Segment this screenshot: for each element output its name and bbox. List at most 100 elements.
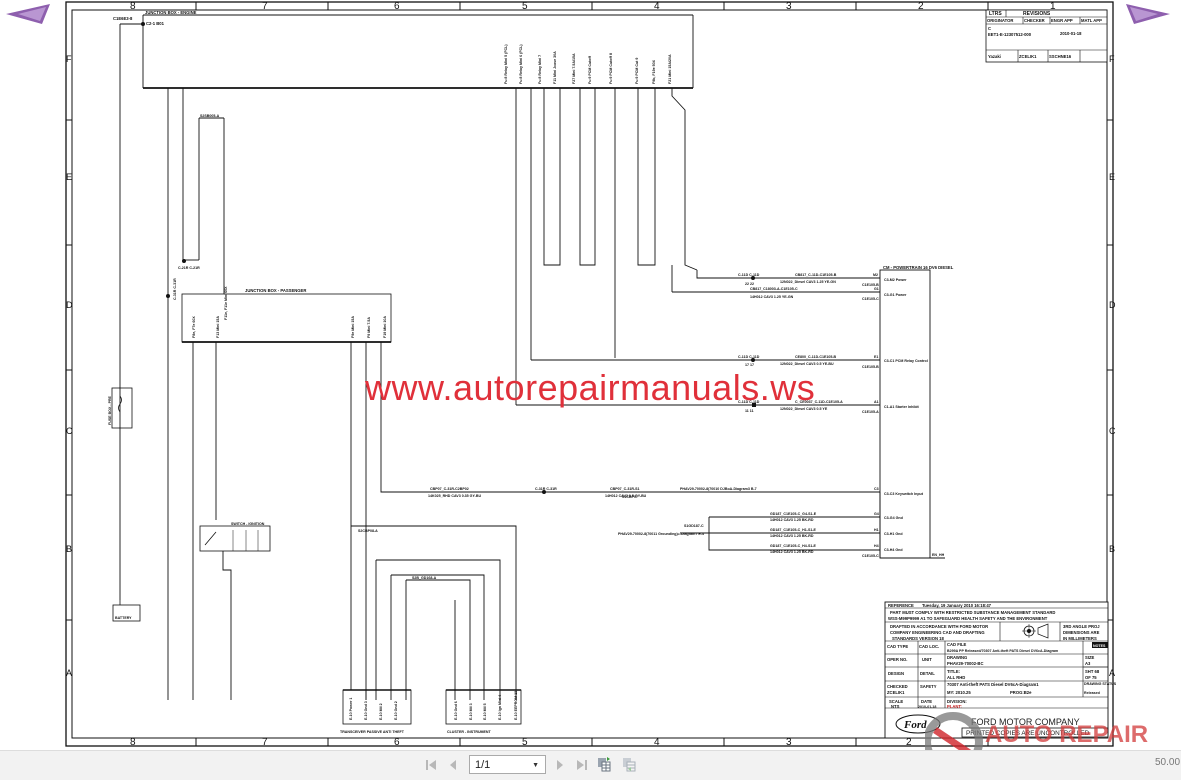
svg-text:Fu 8 Relay Mini 5 (FCL): Fu 8 Relay Mini 5 (FCL): [504, 44, 508, 84]
next-page-arrow-icon[interactable]: [1122, 2, 1172, 26]
svg-text:D: D: [66, 300, 73, 310]
svg-text:ALL RHD: ALL RHD: [947, 675, 965, 680]
svg-text:E-10 Ign Mini 4: E-10 Ign Mini 4: [498, 695, 502, 720]
svg-text:CM - POWERTRAIN 16 DV6 DIESEL: CM - POWERTRAIN 16 DV6 DIESEL: [883, 265, 954, 270]
svg-text:DESIGN: DESIGN: [888, 671, 904, 676]
svg-text:TITLE:: TITLE:: [947, 669, 960, 674]
svg-text:CHECKED: CHECKED: [887, 684, 908, 689]
svg-text:C3-G4 Gnd: C3-G4 Gnd: [884, 516, 903, 520]
transceiver-passive-anti-theft: TRANSCEIVER PASSIVE ANTI THEFT E-10 Powe…: [340, 689, 412, 734]
svg-text:REFERENCE: REFERENCE: [888, 603, 914, 608]
svg-text:Yazaki: Yazaki: [988, 54, 1001, 59]
third-angle-projection-icon: [1022, 623, 1049, 639]
import-table-icon[interactable]: [622, 756, 636, 772]
svg-text:E-10 Gnd 6: E-10 Gnd 6: [454, 701, 458, 720]
svg-text:UNIT: UNIT: [922, 657, 932, 662]
svg-text:CB817_C-11D-C1E105-B: CB817_C-11D-C1E105-B: [795, 273, 837, 277]
svg-text:PART MUST COMPLY WITH RESTRICT: PART MUST COMPLY WITH RESTRICTED SUBSTAN…: [890, 610, 1055, 615]
grid-column-labels: 8 7 6 5 4 3 2 1 8 7 6 5 4 3 2: [130, 1, 1056, 748]
svg-text:7: 7: [262, 737, 268, 748]
svg-text:JUNCTION BOX - PASSENGER: JUNCTION BOX - PASSENGER: [245, 288, 306, 293]
svg-text:F11 Mini Jcase 30A: F11 Mini Jcase 30A: [553, 51, 557, 84]
svg-text:CLUSTER - INSTRUMENT: CLUSTER - INSTRUMENT: [447, 730, 492, 734]
svg-text:GD187_C1E105-C_H4-S1-E: GD187_C1E105-C_H4-S1-E: [770, 544, 817, 548]
svg-text:F21 Mini 15A/20A: F21 Mini 15A/20A: [668, 54, 672, 84]
svg-text:F11e, F11e Mini 60X: F11e, F11e Mini 60X: [224, 286, 228, 320]
svg-text:A1: A1: [874, 400, 879, 404]
svg-text:B299A PP Released/70307 Anti-t: B299A PP Released/70307 Anti-theft PATS …: [947, 649, 1058, 653]
svg-text:G1: G1: [874, 287, 879, 291]
page-number-value: 1/1: [475, 759, 491, 771]
svg-text:E: E: [66, 172, 72, 182]
ignition-switch: SWITCH - IGNITION: [199, 522, 271, 700]
svg-text:C1E105-C: C1E105-C: [862, 297, 879, 301]
svg-text:C: C: [66, 426, 73, 436]
svg-text:14H012 CAV3 1.25 YE-GN: 14H012 CAV3 1.25 YE-GN: [750, 295, 794, 299]
svg-text:C-31R C-31R: C-31R C-31R: [173, 278, 177, 300]
junction-box-engine: [142, 14, 694, 89]
first-page-icon: [426, 760, 436, 770]
svg-text:ENGR APP: ENGR APP: [1051, 18, 1073, 23]
revisions-block: LTRS REVISIONS ORIGINATOR CHECKER ENGR A…: [985, 9, 1108, 63]
svg-text:6: 6: [394, 1, 400, 12]
svg-text:E1: E1: [874, 355, 878, 359]
svg-text:PHAV29-70002-BC: PHAV29-70002-BC: [947, 661, 983, 666]
next-page-icon: [557, 760, 563, 770]
svg-text:PHAV29-70002-8(70010 DJBoA-Dia: PHAV29-70002-8(70010 DJBoA-Diagram3 B-7: [680, 487, 757, 491]
first-page-button[interactable]: [424, 757, 438, 773]
svg-text:G4: G4: [874, 512, 879, 516]
previous-page-arrow-icon[interactable]: [4, 2, 54, 26]
svg-text:PRINTED COPIES ARE UNCONTROLLE: PRINTED COPIES ARE UNCONTROLLED: [966, 730, 1090, 737]
svg-text:M2: M2: [873, 273, 878, 277]
svg-text:F9 Mini 7.5A: F9 Mini 7.5A: [367, 317, 371, 338]
svg-text:C-31R C-31R: C-31R C-31R: [535, 487, 557, 491]
svg-text:C-21R C-21R: C-21R C-21R: [178, 266, 200, 270]
svg-text:70307 Anti-theft PATS Diesel D: 70307 Anti-theft PATS Diesel DV6cA-Diagr…: [947, 682, 1039, 687]
svg-text:C3-H1 Gnd: C3-H1 Gnd: [884, 532, 903, 536]
svg-text:3RD ANGLE PROJ: 3RD ANGLE PROJ: [1063, 624, 1100, 629]
svg-text:C3-H4 Gnd: C3-H4 Gnd: [884, 548, 903, 552]
svg-text:E-10 Mil 5: E-10 Mil 5: [483, 703, 487, 720]
next-page-button[interactable]: [553, 757, 567, 773]
svg-text:CBP07_C-31R-C2BP02: CBP07_C-31R-C2BP02: [430, 487, 469, 491]
page-number-select[interactable]: 1/1 ▼: [469, 755, 546, 774]
svg-text:C3-M2 Power: C3-M2 Power: [884, 278, 907, 282]
export-table-icon[interactable]: [597, 756, 611, 772]
svg-text:17 17: 17 17: [745, 363, 754, 367]
svg-text:F27 Mini 7.5A/15A: F27 Mini 7.5A/15A: [572, 53, 576, 84]
svg-text:A: A: [1109, 668, 1115, 678]
zoom-level: 50.00: [1155, 757, 1181, 768]
svg-text:S1GD187-C: S1GD187-C: [684, 524, 704, 528]
svg-text:TRANSCEIVER PASSIVE ANTI THEFT: TRANSCEIVER PASSIVE ANTI THEFT: [340, 730, 405, 734]
svg-text:DETAIL: DETAIL: [920, 671, 935, 676]
fuse-box-pre: FUSE BOX - PRE: [108, 387, 133, 429]
svg-text:S1CBP07: S1CBP07: [622, 495, 638, 499]
svg-text:BATTERY: BATTERY: [115, 616, 132, 620]
svg-text:CHECKER: CHECKER: [1024, 18, 1045, 23]
previous-page-button[interactable]: [446, 757, 460, 773]
svg-text:E-10 Gnd 3: E-10 Gnd 3: [364, 701, 368, 720]
svg-text:ZCELIK1: ZCELIK1: [887, 690, 905, 695]
svg-text:DIMENSIONS ARE: DIMENSIONS ARE: [1063, 630, 1100, 635]
svg-text:22 22: 22 22: [745, 282, 754, 286]
cluster-instrument: CLUSTER - INSTRUMENT E-10 Gnd 6 E-10 Mil…: [445, 689, 522, 734]
svg-text:F8e, F7e 60X: F8e, F7e 60X: [192, 316, 196, 338]
svg-text:C: C: [988, 26, 991, 31]
svg-text:Fu 8 Relay Mini 7: Fu 8 Relay Mini 7: [538, 55, 542, 84]
svg-text:14H012 CAV3 0.5 GY-BU: 14H012 CAV3 0.5 GY-BU: [605, 494, 647, 498]
svg-text:MATL APP: MATL APP: [1081, 18, 1102, 23]
svg-text:GD187_C1E105-C_G4-S1-E: GD187_C1E105-C_G4-S1-E: [770, 512, 817, 516]
svg-text:OF 75: OF 75: [1085, 675, 1097, 680]
last-page-button[interactable]: [575, 757, 589, 773]
svg-text:E-10 Mil 3: E-10 Mil 3: [469, 703, 473, 720]
svg-text:MY: 2010.25: MY: 2010.25: [947, 690, 971, 695]
svg-text:H4: H4: [874, 544, 879, 548]
svg-text:Released: Released: [1084, 691, 1100, 695]
svg-text:C3-C1 PCM Relay Control: C3-C1 PCM Relay Control: [884, 359, 928, 363]
svg-text:DRAWING STATUS:: DRAWING STATUS:: [1084, 682, 1116, 686]
svg-text:DATE: DATE: [921, 699, 932, 704]
svg-text:E-10 EEPROM 13: E-10 EEPROM 13: [514, 691, 518, 720]
svg-text:6: 6: [394, 737, 400, 748]
svg-text:SWITCH - IGNITION: SWITCH - IGNITION: [231, 522, 265, 526]
title-block: REFERENCE Tuesday, 19 January 2010 16:18…: [884, 601, 1117, 739]
